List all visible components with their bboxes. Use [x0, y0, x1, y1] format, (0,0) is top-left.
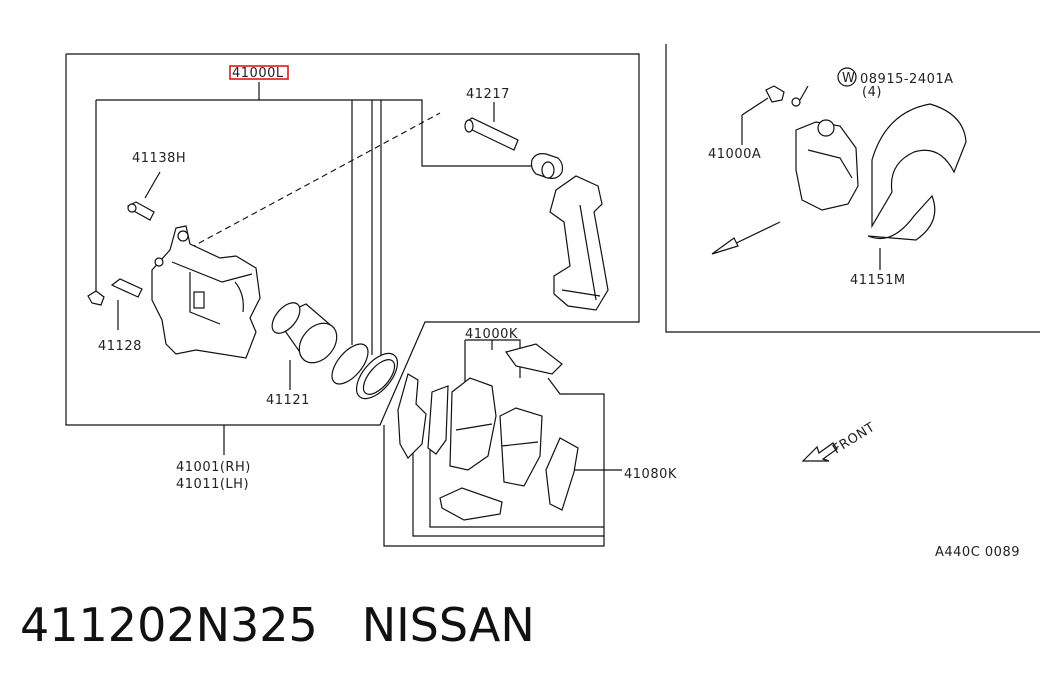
label-08915-2401A[interactable]: 08915-2401A — [860, 72, 954, 87]
label-41000A[interactable]: 41000A — [708, 147, 761, 162]
label-41000L[interactable]: 41000L — [232, 66, 284, 81]
label-41217[interactable]: 41217 — [466, 87, 510, 102]
diagram-code: A440C 0089 — [935, 545, 1020, 560]
right-inset-frame — [665, 44, 1040, 333]
label-41000K[interactable]: 41000K — [465, 327, 518, 342]
label-41128[interactable]: 41128 — [98, 339, 142, 354]
label-41011-lh[interactable]: 41011(LH) — [176, 477, 249, 492]
label-41080K[interactable]: 41080K — [624, 467, 677, 482]
part-number: 411202N325 — [20, 598, 318, 652]
brake-pads — [397, 343, 579, 521]
caliper-body — [151, 225, 261, 359]
piston-seals — [331, 343, 399, 400]
brand-name: NISSAN — [361, 598, 535, 652]
guide-pin — [464, 102, 519, 151]
torque-member — [549, 175, 609, 311]
front-label: FRONT — [830, 420, 878, 458]
front-arrow — [801, 442, 838, 462]
bleeder-bolt — [126, 171, 161, 221]
label-washer-qty: (4) — [862, 85, 882, 100]
label-41138H[interactable]: 41138H — [132, 151, 186, 166]
pin-boot — [530, 153, 564, 179]
piston — [271, 302, 338, 390]
assembly-leaders — [95, 82, 540, 360]
right-caliper-assembly — [711, 67, 967, 270]
label-41151M[interactable]: 41151M — [850, 273, 906, 288]
washer-marker: W — [842, 71, 855, 86]
label-41121[interactable]: 41121 — [266, 393, 310, 408]
bolt-41128 — [87, 278, 143, 330]
left-assembly-frame — [65, 53, 640, 455]
part-caption: 411202N325 NISSAN — [20, 598, 535, 652]
label-41001-rh[interactable]: 41001(RH) — [176, 460, 251, 475]
highlight-box — [229, 65, 289, 80]
